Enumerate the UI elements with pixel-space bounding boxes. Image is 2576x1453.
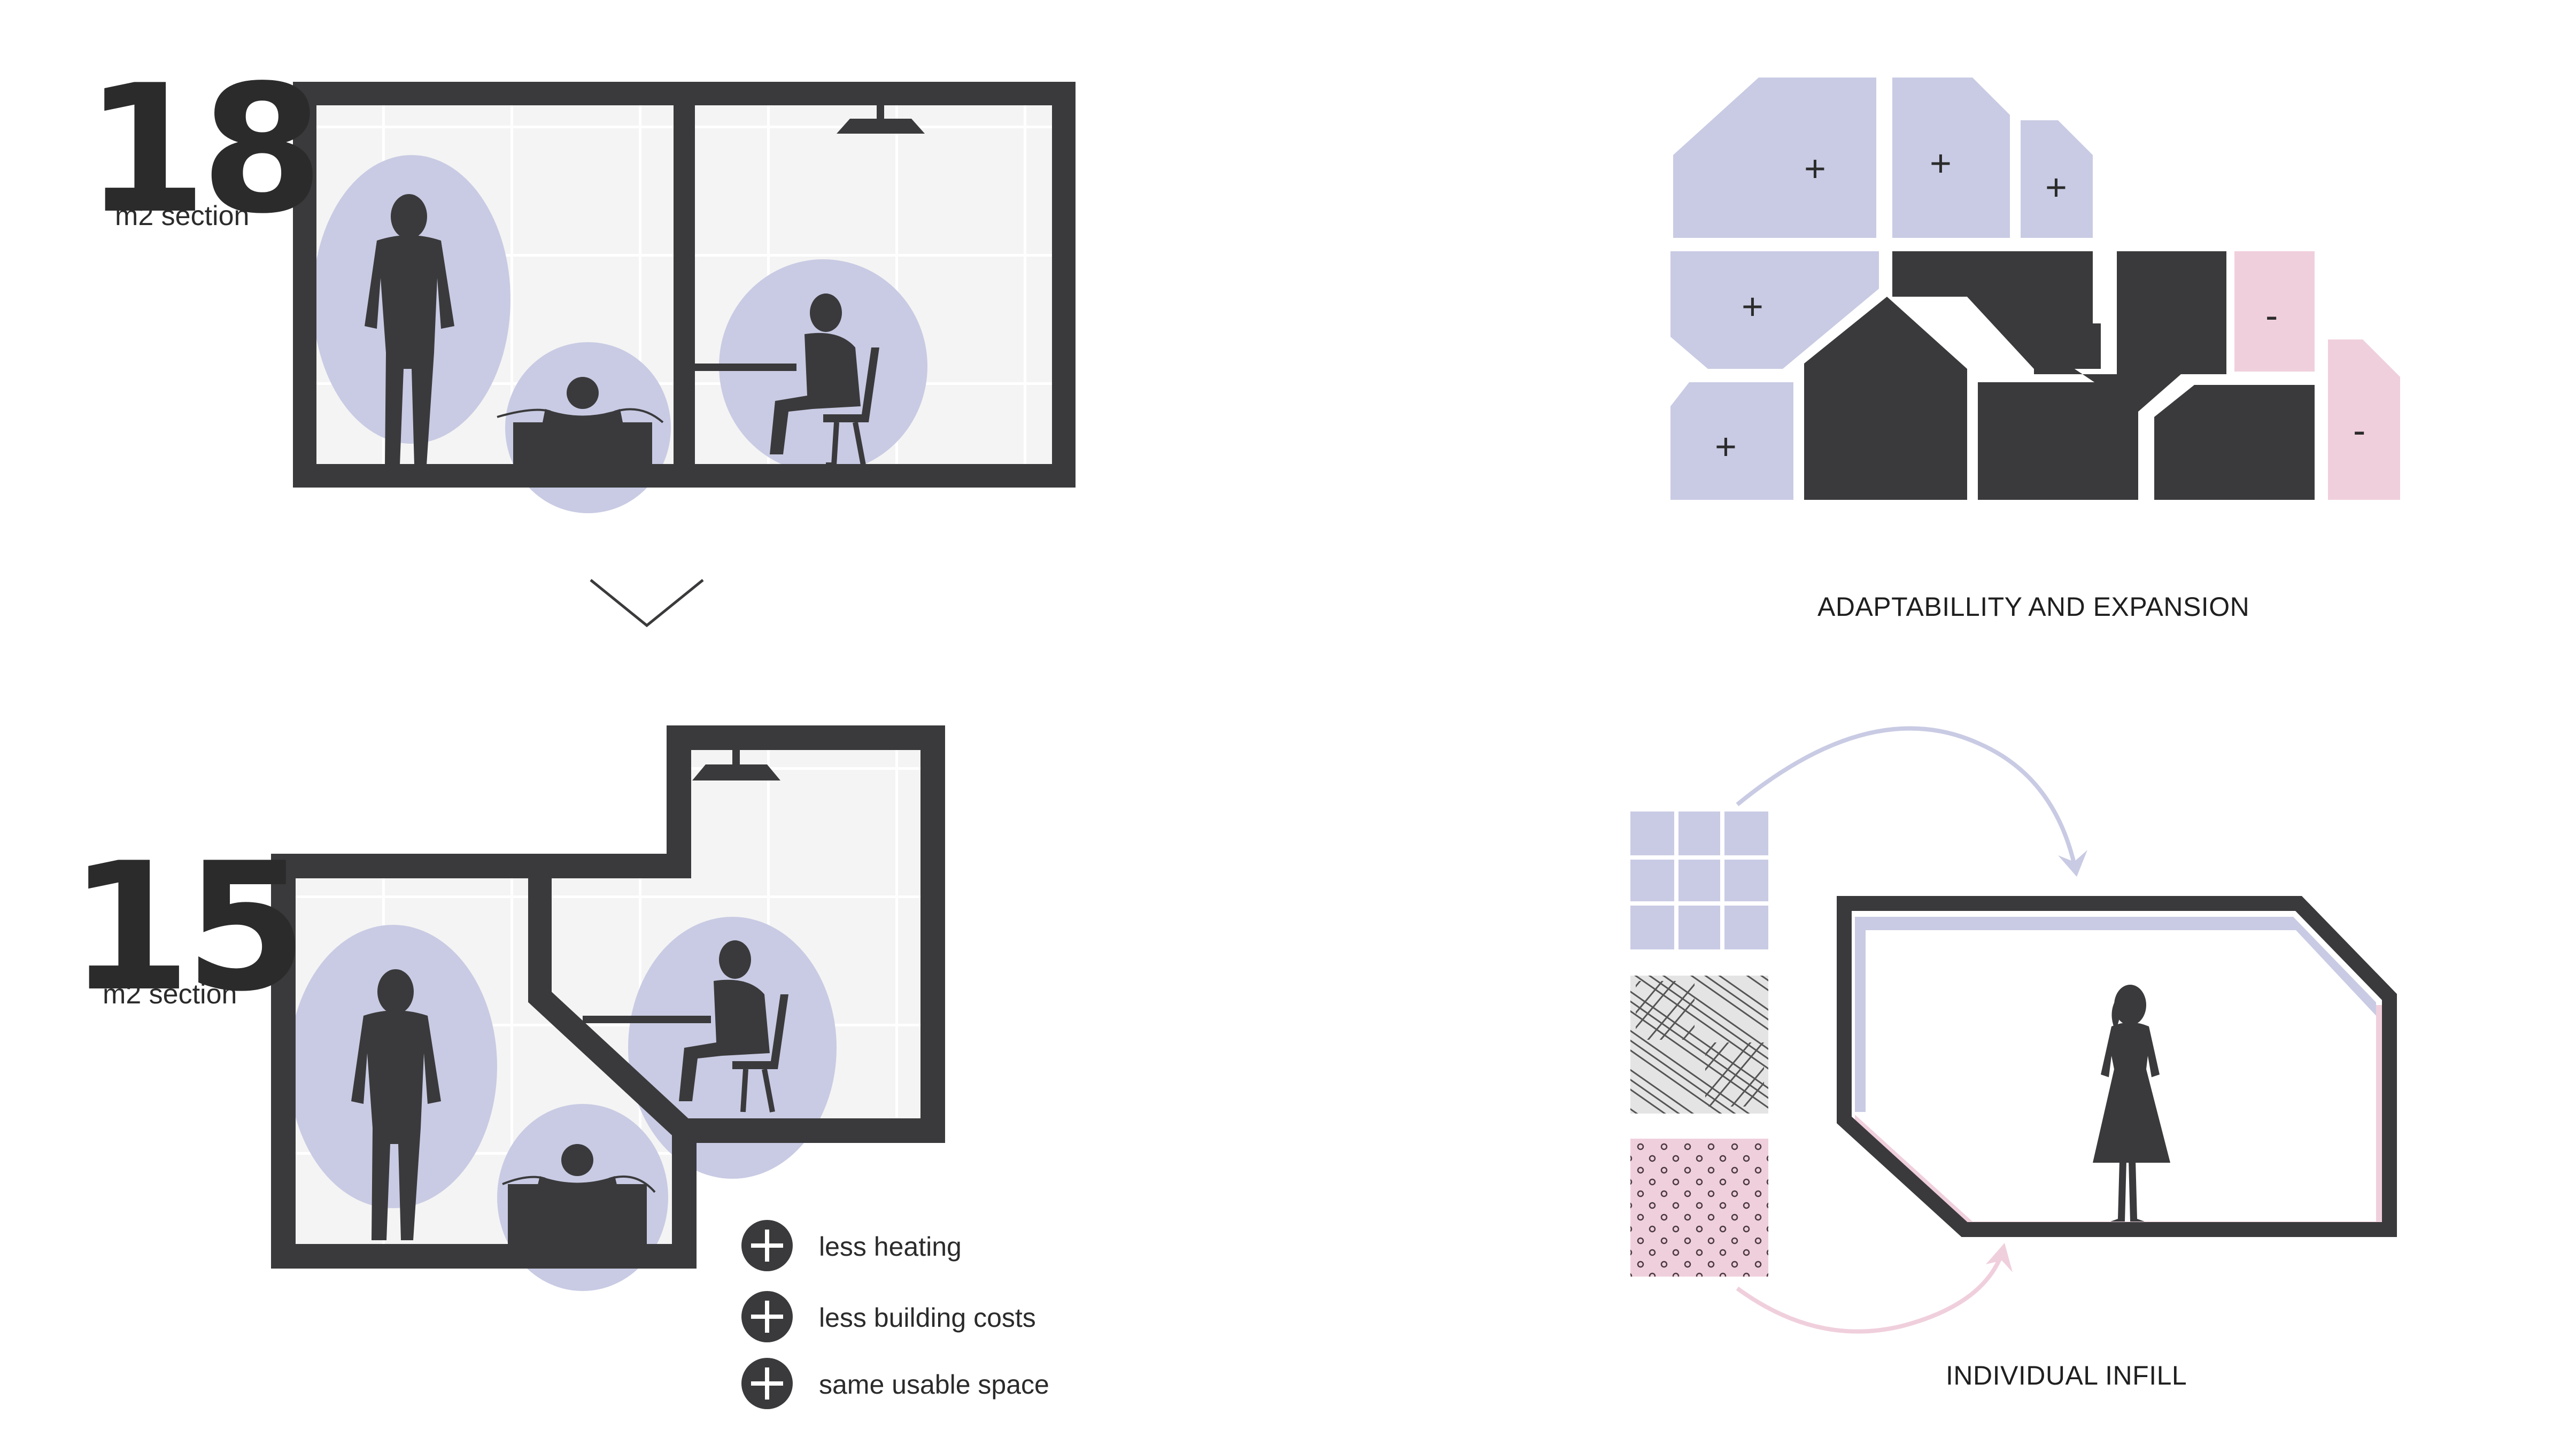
blue-arrow-icon (1736, 726, 2076, 864)
chevron-down-icon (590, 579, 704, 628)
expansion-module (1673, 78, 1759, 238)
plus-circle-icon (741, 1220, 793, 1271)
remove-symbol: - (2353, 409, 2366, 451)
expansion-module (1759, 78, 1876, 238)
benefit-item: same usable space (802, 1369, 1049, 1400)
pink-arrow-icon (1736, 1253, 2004, 1334)
add-symbol: + (1804, 148, 1826, 189)
bed-person-icon (497, 377, 664, 470)
benefit-label: same usable space (819, 1370, 1049, 1400)
remove-symbol: - (2265, 295, 2278, 336)
benefit-label: less building costs (819, 1303, 1036, 1333)
benefit-item: less building costs (802, 1302, 1036, 1333)
infill-diagram (1630, 726, 2397, 1334)
add-symbol: + (2045, 166, 2067, 208)
expansion-module (2021, 120, 2093, 238)
removable-module (2328, 339, 2400, 500)
table-icon (695, 364, 796, 371)
hatched-swatch (1630, 976, 1768, 1114)
lavender-tile-swatch (1630, 811, 1768, 949)
ceiling-lamp-icon (837, 104, 925, 134)
expansion-module (1892, 78, 2010, 238)
area-18-label: m2 section (115, 200, 250, 231)
expansion-module (1670, 382, 1793, 500)
expansion-module (1670, 251, 1879, 369)
add-symbol: + (1742, 285, 1763, 327)
section-18-drawing (293, 82, 1076, 513)
plus-circle-icon (741, 1291, 793, 1342)
plus-circle-icon (741, 1358, 793, 1409)
house-module (1804, 297, 1967, 500)
area-15-label: m2 section (103, 979, 237, 1010)
benefit-icons (741, 1220, 793, 1409)
dotted-pink-swatch (1630, 1139, 1768, 1277)
area-15-number: 15 (68, 825, 307, 1030)
infill-caption: INDIVIDUAL INFILL (1946, 1361, 2187, 1390)
standing-woman-icon (2093, 985, 2170, 1222)
standing-person-icon (365, 194, 454, 465)
add-symbol: + (1930, 142, 1952, 184)
adaptability-diagram (1670, 78, 2400, 500)
seated-person-icon (770, 293, 879, 468)
section-15-drawing (271, 725, 945, 1291)
removable-module (2234, 251, 2315, 372)
area-18-number: 18 (84, 47, 323, 252)
add-symbol: + (1715, 426, 1737, 467)
benefit-item: less heating (802, 1231, 962, 1262)
benefit-label: less heating (819, 1232, 962, 1262)
adaptability-caption: ADAPTABILLITY AND EXPANSION (1817, 592, 2250, 622)
